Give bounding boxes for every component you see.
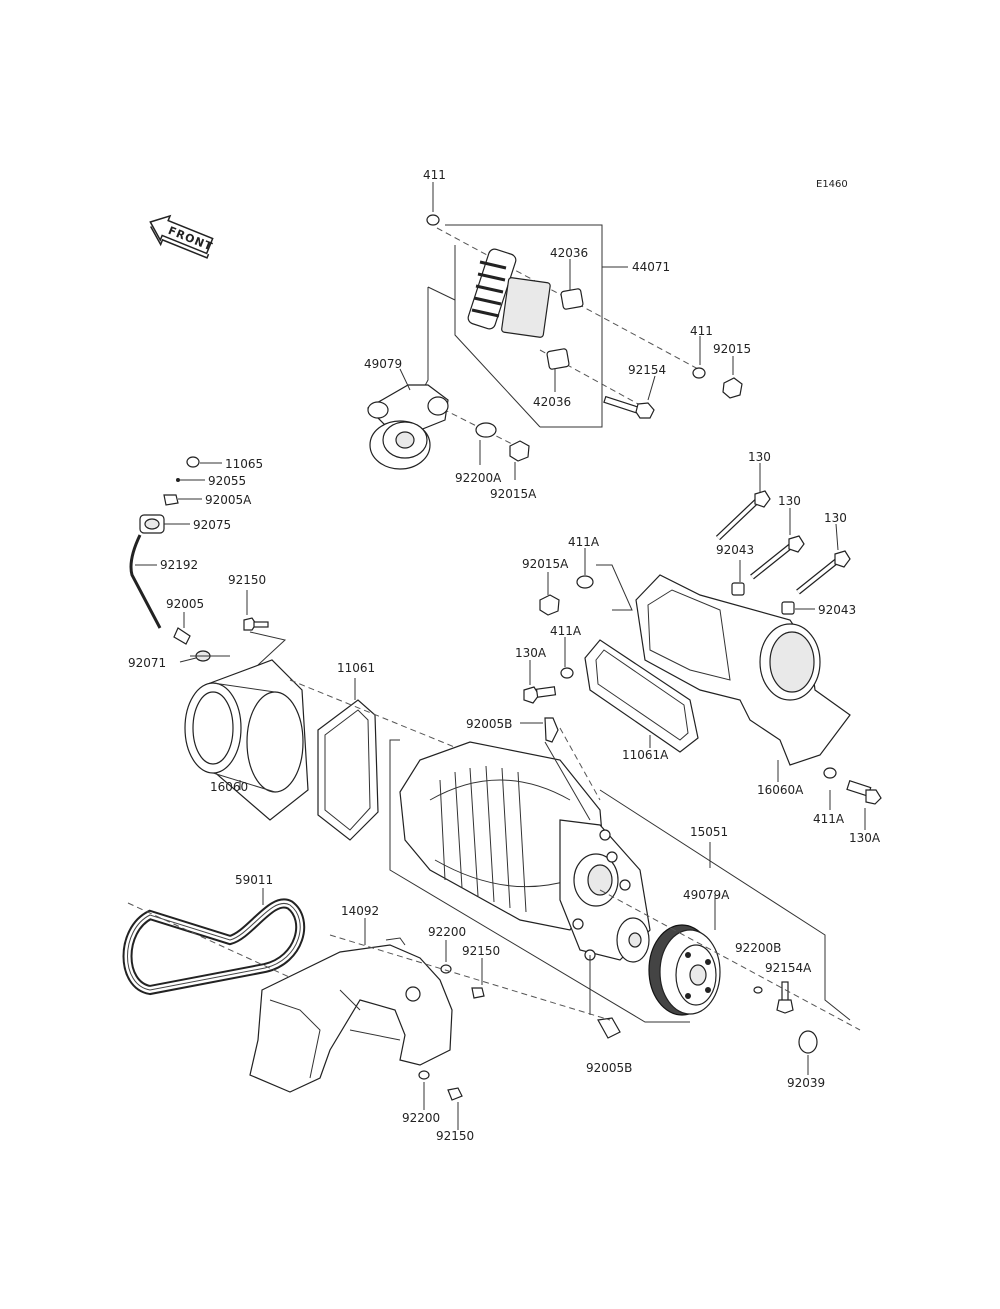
tensioner-pulley-49079 — [367, 384, 449, 470]
label-92005B-top: 92005B — [466, 717, 513, 731]
tensioner-assembly-group — [367, 214, 743, 470]
washer-411-right — [692, 367, 706, 379]
label-92075: 92075 — [193, 518, 232, 532]
label-92200A: 92200A — [455, 471, 502, 485]
fitting-92005B-top — [544, 717, 559, 743]
label-16060: 16060 — [210, 780, 249, 794]
label-130A-right: 130A — [849, 831, 881, 845]
gasket-11061 — [317, 699, 379, 841]
washer-92200B — [753, 986, 763, 994]
pulley-49079A — [648, 924, 721, 1016]
intake-duct-16060 — [184, 659, 309, 821]
diagram-code: E1460 — [816, 179, 848, 190]
drive-belt-59011 — [122, 898, 306, 996]
label-42036-bottom: 42036 — [533, 395, 572, 409]
bolt-130A-left — [523, 686, 557, 704]
label-11061A: 11061A — [622, 748, 669, 762]
oring-92055 — [176, 478, 180, 482]
bolt-92154 — [603, 395, 655, 419]
bolt-130-b — [750, 535, 805, 580]
label-411-right: 411 — [690, 324, 713, 338]
label-92005B-bottom: 92005B — [586, 1061, 633, 1075]
outlet-housing-16060A — [635, 574, 851, 766]
washer-411-top — [426, 214, 440, 226]
label-92055: 92055 — [208, 474, 247, 488]
label-411A-bottom: 411A — [813, 812, 845, 826]
cap-92039 — [798, 1030, 818, 1054]
label-92200-bottom: 92200 — [402, 1111, 441, 1125]
nut-92015A-mid — [539, 594, 560, 616]
label-92005: 92005 — [166, 597, 205, 611]
bolt-130A-right — [846, 780, 882, 805]
washer-92200A — [475, 422, 497, 438]
oil-hose-92192 — [129, 534, 162, 629]
washer-411A-mid — [560, 667, 574, 679]
dowel-92043-b — [781, 601, 795, 615]
washer-92200-bottom — [418, 1070, 430, 1080]
label-49079: 49079 — [364, 357, 403, 371]
label-92015: 92015 — [713, 342, 752, 356]
label-44071: 44071 — [632, 260, 671, 274]
label-92015A-top: 92015A — [490, 487, 537, 501]
label-11061: 11061 — [337, 661, 376, 675]
oil-line-group — [129, 456, 287, 666]
bolt-130-a — [715, 490, 771, 541]
label-16060A: 16060A — [757, 783, 804, 797]
label-130-b: 130 — [778, 494, 801, 508]
label-42036-top: 42036 — [550, 246, 589, 260]
supercharger-15051 — [399, 741, 651, 963]
bolt-92154A — [776, 981, 794, 1014]
label-130-a: 130 — [748, 450, 771, 464]
gasket-11061A — [584, 639, 699, 753]
label-92015A-mid: 92015A — [522, 557, 569, 571]
label-49079A: 49079A — [683, 888, 730, 902]
belt-cover-14092 — [249, 937, 453, 1093]
dowel-92043-a — [731, 582, 745, 596]
label-130A-left: 130A — [515, 646, 547, 660]
fitting-92005B-bottom — [597, 1017, 621, 1039]
nut-92015 — [722, 377, 743, 399]
collar-42036-top — [560, 288, 584, 310]
collar-42036-bottom — [546, 348, 570, 370]
washer-411A-top — [576, 575, 594, 589]
label-92150-mid: 92150 — [462, 944, 501, 958]
nut-92015A-top — [509, 440, 530, 462]
bolt-92150-left — [243, 617, 269, 631]
label-59011: 59011 — [235, 873, 274, 887]
label-92154A: 92154A — [765, 961, 812, 975]
label-14092: 14092 — [341, 904, 380, 918]
label-92039: 92039 — [787, 1076, 826, 1090]
label-411-top: 411 — [423, 168, 446, 182]
bolt-92150-bottom — [447, 1087, 463, 1101]
label-92043-a: 92043 — [716, 543, 755, 557]
bolt-92150-mid — [471, 987, 485, 999]
label-411A-top: 411A — [568, 535, 600, 549]
fitting-92005A — [163, 494, 179, 506]
label-92200-top: 92200 — [428, 925, 467, 939]
label-92150-left: 92150 — [228, 573, 267, 587]
label-92154: 92154 — [628, 363, 667, 377]
label-11065: 11065 — [225, 457, 264, 471]
label-92071: 92071 — [128, 656, 167, 670]
label-92200B: 92200B — [735, 941, 782, 955]
label-92192: 92192 — [160, 558, 199, 572]
tensioner-damper — [467, 248, 551, 338]
label-411A-mid: 411A — [550, 624, 582, 638]
washer-411A-bottom — [823, 767, 837, 779]
label-15051: 15051 — [690, 825, 729, 839]
label-92005A: 92005A — [205, 493, 252, 507]
label-130-c: 130 — [824, 511, 847, 525]
bolt-130-c — [796, 550, 851, 595]
cap-11065 — [186, 456, 200, 468]
fitting-92005 — [173, 627, 191, 645]
label-92043-b: 92043 — [818, 603, 857, 617]
label-92150-bottom: 92150 — [436, 1129, 475, 1143]
